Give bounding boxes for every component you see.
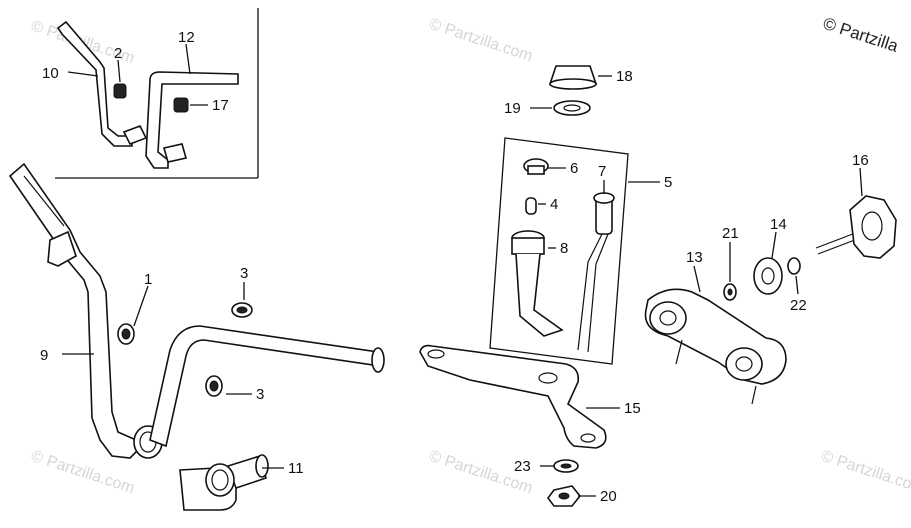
part-21-washer — [723, 283, 737, 301]
label-part-6: 6 — [570, 160, 578, 177]
part-15-plate — [419, 344, 607, 449]
part-4-bulb — [525, 197, 537, 215]
label-part-19: 19 — [504, 100, 521, 117]
label-part-11: 11 — [288, 460, 304, 477]
part-1-grommet — [117, 323, 135, 345]
part-3-grommet-upper — [231, 302, 253, 318]
part-9-handlebar-right — [149, 325, 385, 511]
part-22-washer — [787, 257, 801, 275]
part-7-socket — [577, 192, 615, 353]
watermark: © Partzilla.com — [427, 16, 535, 65]
part-18-cap-nut — [548, 65, 598, 90]
part-12-handlebar-inset — [145, 71, 239, 169]
label-part-14: 14 — [770, 216, 787, 233]
label-part-3-lower: 3 — [256, 386, 264, 403]
label-part-1: 1 — [144, 271, 152, 288]
copyright-text: © Partzilla — [821, 14, 901, 56]
label-part-7: 7 — [598, 163, 606, 180]
label-part-4: 4 — [550, 196, 558, 213]
part-3-grommet-lower — [205, 375, 223, 397]
label-part-8: 8 — [560, 240, 568, 257]
part-13-holder — [644, 288, 787, 405]
label-part-5: 5 — [664, 174, 672, 191]
watermark: © Partzilla.com — [819, 448, 911, 497]
part-10-handlebar-inset — [56, 20, 148, 147]
label-part-21: 21 — [722, 225, 739, 242]
label-part-23: 23 — [514, 458, 531, 475]
part-2-grommet — [113, 83, 127, 99]
part-17-nut — [173, 97, 189, 113]
part-9-handlebar — [8, 162, 163, 459]
leader-lines — [62, 43, 863, 497]
label-part-10: 10 — [42, 65, 59, 82]
label-part-12: 12 — [178, 29, 195, 46]
label-part-13: 13 — [686, 249, 703, 266]
part-14-wheel — [753, 257, 783, 295]
part-23-washer — [553, 459, 579, 473]
label-part-9: 9 — [40, 347, 48, 364]
label-part-18: 18 — [616, 68, 633, 85]
part-19-washer — [553, 100, 591, 116]
label-part-2: 2 — [114, 45, 122, 62]
part-8-bracket — [511, 230, 564, 337]
label-part-17: 17 — [212, 97, 229, 114]
label-part-16: 16 — [852, 152, 869, 169]
part-5-indicator-box — [489, 137, 629, 365]
label-part-3-upper: 3 — [240, 265, 248, 282]
part-6-cap — [523, 158, 549, 175]
part-20-nut — [547, 485, 582, 507]
part-16-knob — [815, 195, 897, 259]
label-part-15: 15 — [624, 400, 641, 417]
label-part-22: 22 — [790, 297, 807, 314]
inset-frame — [55, 8, 259, 179]
label-part-20: 20 — [600, 488, 617, 505]
